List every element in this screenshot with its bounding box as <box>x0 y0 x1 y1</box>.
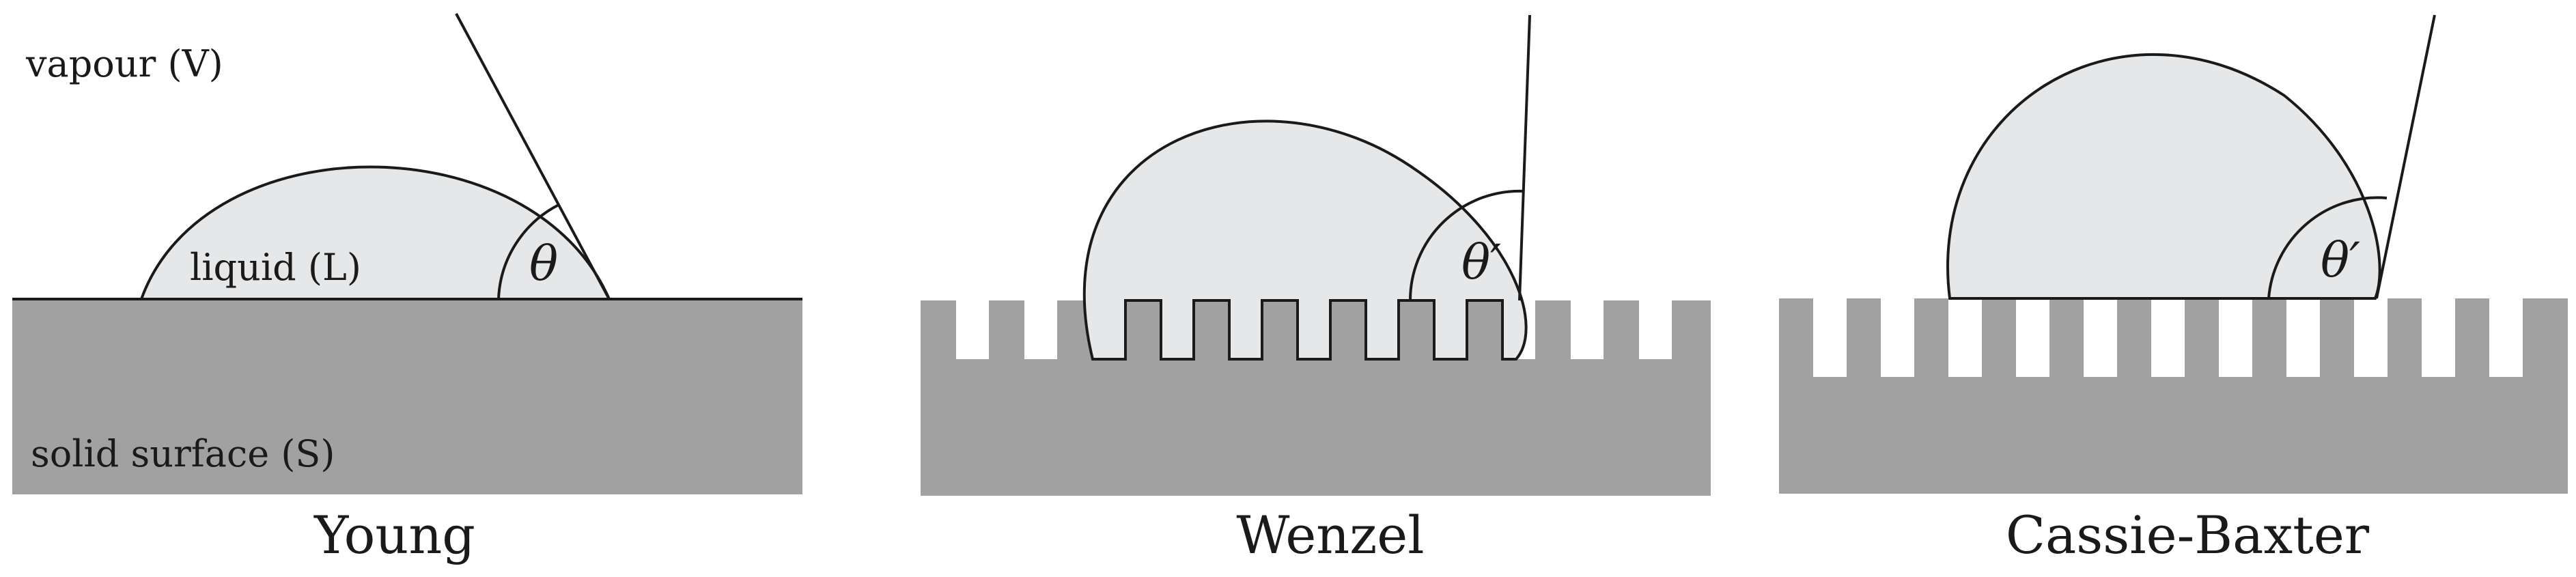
wenzel-caption: Wenzel <box>1236 505 1424 565</box>
wenzel-liquid-droplet <box>1082 119 1528 361</box>
solid-surface-label: solid surface (S) <box>31 432 335 475</box>
wenzel-rough-solid <box>921 300 1711 496</box>
vapour-label: vapour (V) <box>25 42 223 85</box>
cassie-baxter-caption: Cassie-Baxter <box>2006 505 2370 565</box>
cassie-tangent-line <box>2375 14 2436 299</box>
young-liquid-droplet <box>139 165 612 300</box>
wenzel-tangent-line <box>1518 14 1531 301</box>
wenzel-contact-angle-arc <box>1408 189 1525 301</box>
cassie-contact-angle-arc <box>2267 196 2388 299</box>
cassie-rough-solid <box>1779 298 2568 494</box>
young-solid-surface <box>12 299 802 494</box>
liquid-label: liquid (L) <box>190 246 361 289</box>
wenzel-panel: θ′ Wenzel <box>921 14 1711 565</box>
young-theta-label: θ <box>529 236 558 292</box>
cassie-baxter-panel: θ′ Cassie-Baxter <box>1779 14 2568 565</box>
wenzel-theta-label: θ′ <box>1461 234 1501 290</box>
cassie-theta-label: θ′ <box>2321 232 2360 288</box>
young-panel: vapour (V) liquid (L) solid surface (S) … <box>12 13 802 565</box>
young-caption: Young <box>313 505 475 565</box>
cassie-liquid-droplet <box>1946 53 2381 300</box>
young-tangent-line <box>455 13 611 300</box>
young-contact-angle-arc <box>497 203 559 300</box>
